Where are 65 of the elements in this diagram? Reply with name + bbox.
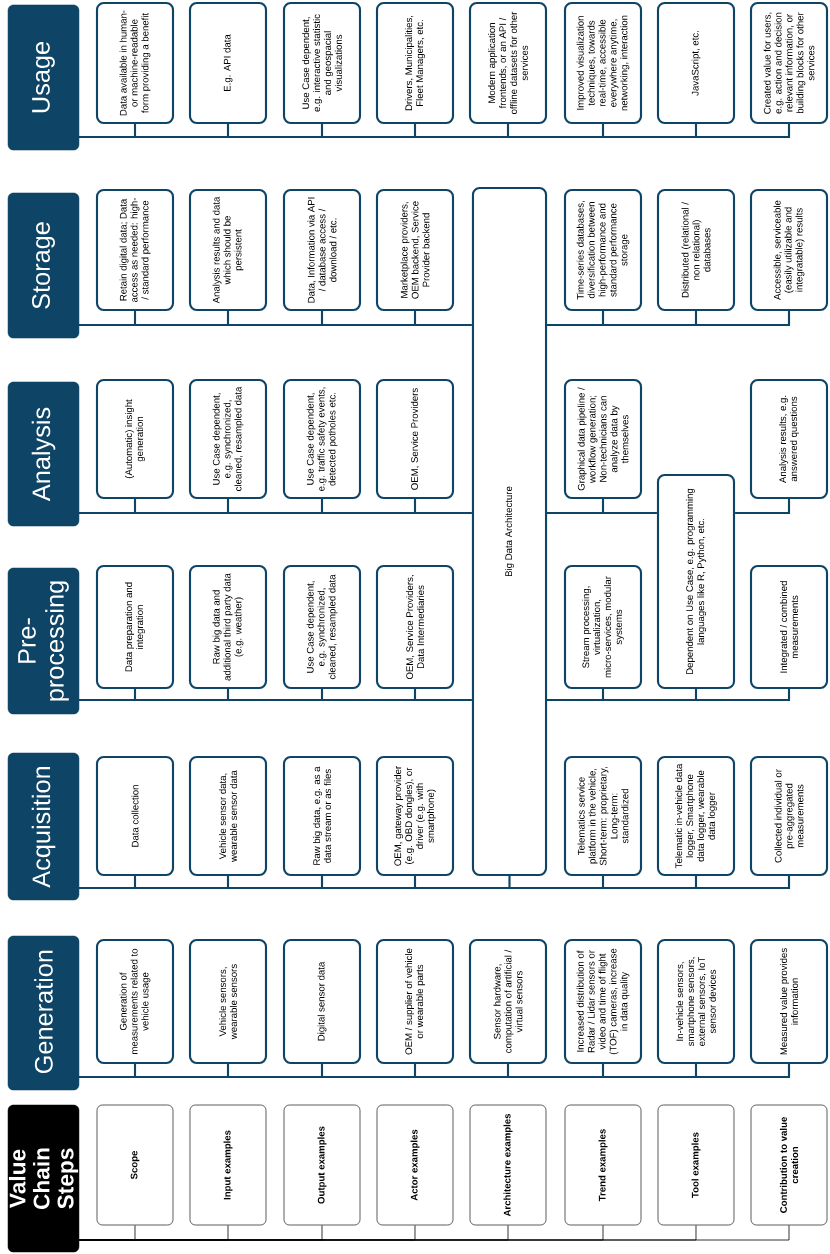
- description-box: Telematics service platform in the vehicle, Short-term: proprietary, Long-term: standardized: [563, 755, 643, 877]
- description-box: E.g. API data: [188, 1, 268, 125]
- connector-line: [79, 698, 472, 702]
- description-box: Raw big data, e.g. as a data stream or as files: [282, 755, 362, 877]
- description-box: Vehicle sensor data, wearable sensor data: [188, 755, 268, 877]
- description-box: OEM, Service Providers, Data Intermediaries: [375, 564, 455, 690]
- category-box: Output examples: [283, 1104, 361, 1226]
- step-header: Analysis: [7, 381, 80, 527]
- description-box: Modern application frontends, or an API / offline datasets for other services: [468, 1, 548, 125]
- category-box: Scope: [96, 1104, 174, 1226]
- description-box: Stream processing, virtualization, micro-services, modular systems: [563, 564, 643, 690]
- description-box: Sensor hardware, computation of artificial / virtual sensors: [468, 938, 548, 1065]
- connector-line: [547, 511, 657, 515]
- description-box: OEM / supplier of vehicle or wearable parts: [375, 938, 455, 1065]
- category-box: Tool examples: [657, 1104, 735, 1226]
- description-box: OEM, gateway provider (e.g. OBD dongles), or driver (e.g. with smartphone): [375, 755, 455, 877]
- description-box: Vehicle sensors, wearable sensors: [188, 938, 268, 1065]
- description-box: Use Case dependent, e.g. synchronized, cleaned, resampled data: [188, 378, 268, 500]
- description-box: Accessible, serviceable (easily utilizable and integratable) results: [749, 188, 829, 312]
- architecture-box: Big Data Architecture: [471, 186, 548, 877]
- connector-line: [79, 511, 472, 515]
- description-box: Created value for users, e.g. action and decision relevant information, or building blocks for other services: [749, 1, 829, 125]
- step-header: Usage: [7, 4, 80, 151]
- category-box: Architecture examples: [469, 1104, 547, 1226]
- description-box: Digital sensor data: [282, 938, 362, 1065]
- description-box: Marketplace providers, OEM backend, Service Provider backend: [375, 188, 455, 312]
- description-box: Data, Information via API / database access / download / etc.: [282, 188, 362, 312]
- description-box: JavaScript, etc.: [656, 1, 736, 125]
- description-box: Data collection: [95, 755, 175, 877]
- description-box: Collected individual or pre-aggregated measurements: [749, 755, 829, 877]
- description-box: Measured value provides information: [749, 938, 829, 1065]
- description-box: Use Case dependent, e.g. traffic safety events, detected potholes etc.: [282, 378, 362, 500]
- description-box: Drivers, Municipalities, Fleet Managers, etc.: [375, 1, 455, 125]
- description-box: Retain digital data; Data access as needed: high- / standard performance: [95, 188, 175, 312]
- description-box: Improved visualization techniques, towards real-time, accessible everywhere anytime, networking, interaction: [563, 1, 643, 125]
- description-box: Time-series databases, diversification between high-performance and standard performance storage: [563, 188, 643, 312]
- description-box: Analysis results, e.g. answered questions: [749, 378, 829, 500]
- category-box: Actor examples: [376, 1104, 454, 1226]
- step-header: Storage: [7, 192, 80, 339]
- row-header: Value Chain Steps: [7, 1104, 80, 1253]
- description-box: Integrated / combined measurements: [749, 564, 829, 690]
- connector-line: [79, 323, 472, 327]
- category-box: Trend examples: [564, 1104, 642, 1226]
- description-box: Graphical data pipeline / workflow generation; Non-technicians can analyze data by themselves: [563, 378, 643, 500]
- description-box: Data preparation and integration: [95, 564, 175, 690]
- tool-box: Dependent on Use Case, e.g. programming languages like R, Python, etc.: [656, 473, 736, 690]
- description-box: Analysis results and data which should be persistent: [188, 188, 268, 312]
- category-box: Input examples: [189, 1104, 267, 1226]
- description-box: Telematic in-vehicle data logger, Smartphone data logger, wearable data logger: [656, 755, 736, 877]
- description-box: (Automatic) insight generation: [95, 378, 175, 500]
- connector-line: [547, 689, 791, 702]
- description-box: Generation of measurements related to vehicle usage: [95, 938, 175, 1065]
- step-header: Pre-processing: [7, 567, 80, 715]
- step-header: Acquisition: [7, 752, 80, 901]
- description-box: Use Case dependent, e.g. interactive statistic and geospacial visualizations: [282, 1, 362, 125]
- description-box: In-vehicle sensors, smartphone sensors, external sensors, IoT sensor devices: [656, 938, 736, 1065]
- description-box: Increased distribution of Radar / Lidar sensors or video and time of flight (TOF) cameras, increase in data quality: [563, 938, 643, 1065]
- description-box: Use Case dependent, e.g. synchronized, cleaned, resampled data: [282, 564, 362, 690]
- step-header: Generation: [7, 935, 80, 1091]
- description-box: Data available in human- or machine-readable form providing a benefit: [95, 1, 175, 125]
- description-box: OEM, Service Providers: [375, 378, 455, 500]
- description-box: Raw big data and additional third party data (e.g. weather): [188, 564, 268, 690]
- category-box: Contribution to value creation: [750, 1104, 828, 1226]
- connector-line: [547, 311, 791, 327]
- connector-line: [735, 499, 791, 515]
